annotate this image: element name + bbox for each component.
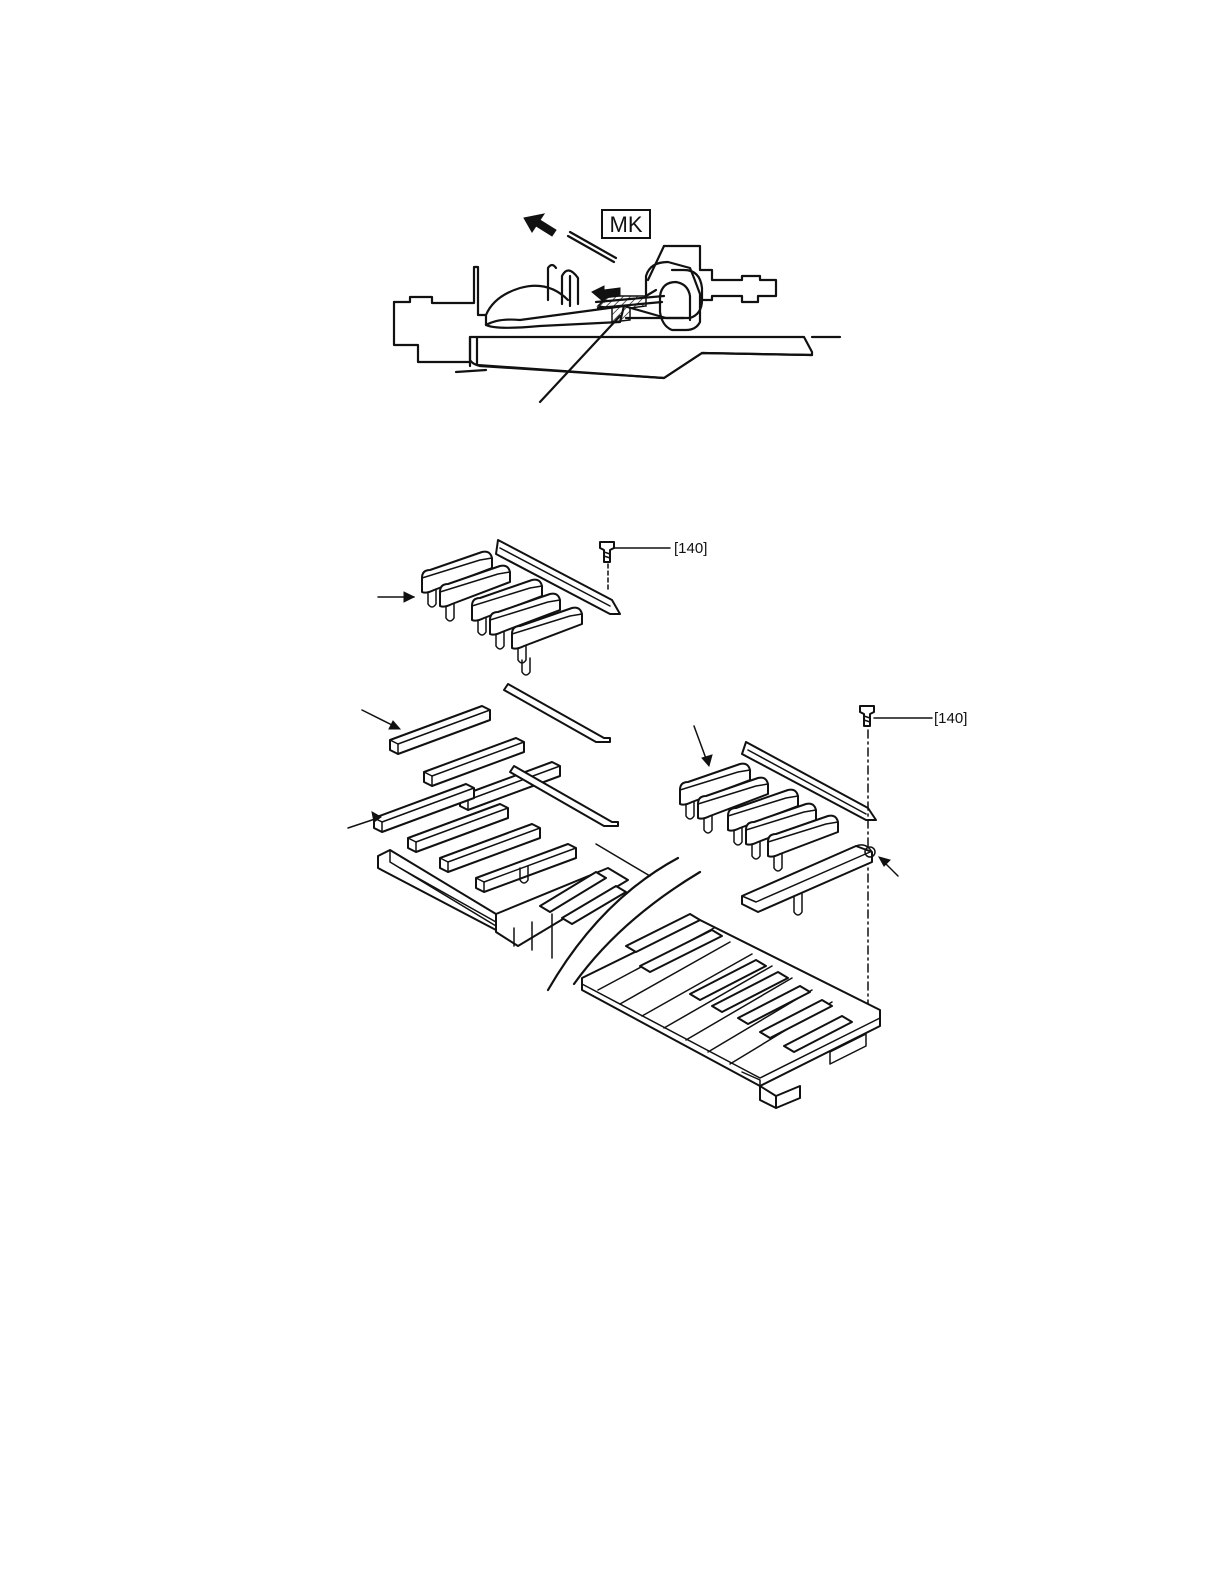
arrow-black-keys-left	[378, 592, 414, 602]
black-key-group-top	[422, 540, 620, 675]
leader-line	[540, 316, 620, 402]
mk-label-box: MK	[602, 210, 650, 238]
cross-section-diagram: MK	[394, 210, 840, 402]
screw-top: [140]	[600, 540, 707, 590]
arrow-white-keys-1	[362, 710, 400, 729]
pull-direction-arrow	[524, 214, 556, 236]
arrow-black-keys-right	[694, 726, 712, 766]
screw-right: [140]	[860, 706, 967, 1004]
screw-ref-label-top: [140]	[674, 540, 707, 557]
arrow-key-pivot	[879, 857, 898, 876]
screw-ref-label-right: [140]	[934, 710, 967, 727]
keyboard-frame-right	[582, 914, 880, 1108]
mk-label: MK	[610, 212, 643, 237]
exploded-keyboard-view: [140]	[348, 540, 967, 1108]
single-white-key-right	[742, 845, 875, 915]
white-key-group-1	[390, 684, 610, 810]
